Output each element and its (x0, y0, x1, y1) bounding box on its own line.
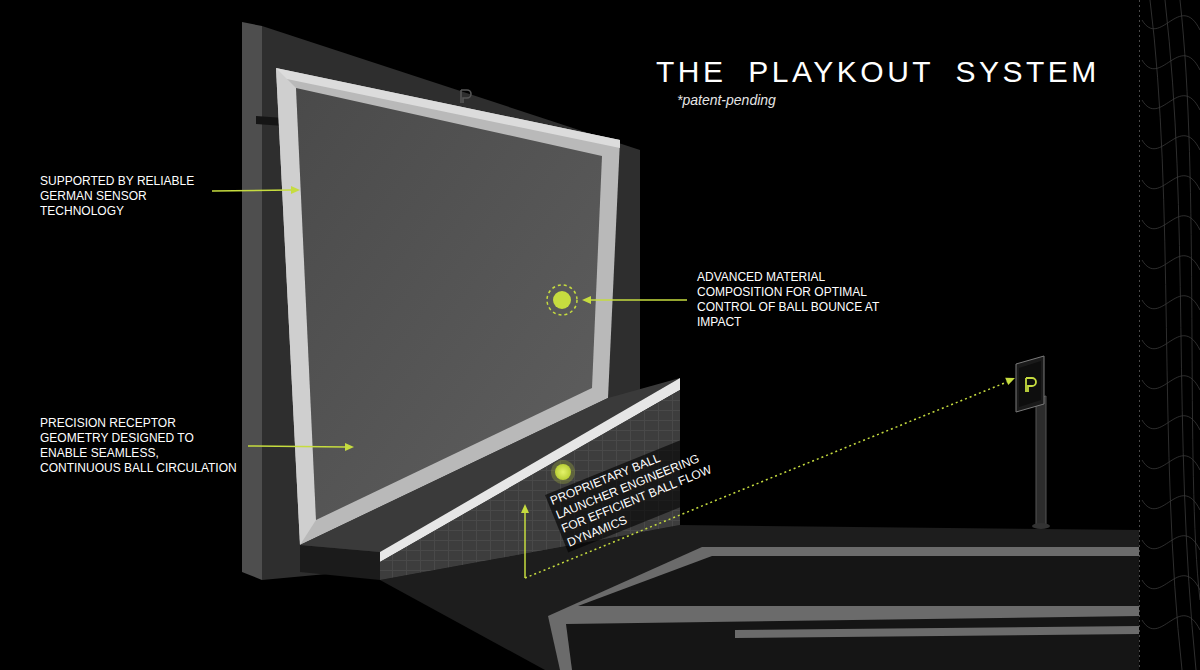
subtitle-note: *patent-pending (677, 92, 776, 108)
logo-mark (461, 90, 471, 103)
ball (555, 464, 571, 480)
title-heading: THE PLAYKOUT SYSTEM (656, 55, 1100, 89)
ball (553, 291, 571, 309)
screen-bezel (276, 68, 620, 545)
court-panel (578, 556, 1139, 606)
court-line (735, 626, 1139, 638)
court-panel (566, 616, 1139, 670)
ball-glow (551, 460, 575, 484)
callout-text-wrap: SUPPORTED BY RELIABLE GERMAN SENSOR TECH… (40, 174, 210, 219)
logo-mark (1026, 378, 1036, 392)
court-lines (548, 547, 1139, 670)
mesh-decoration (1142, 0, 1200, 670)
title-heading-wrap: THE PLAYKOUT SYSTEM (656, 55, 1100, 89)
callout-text-wrap: ADVANCED MATERIAL COMPOSITION FOR OPTIMA… (697, 270, 897, 330)
callout-text: PRECISION RECEPTOR GEOMETRY DESIGNED TO … (40, 416, 240, 476)
callout-text-wrap: PRECISION RECEPTOR GEOMETRY DESIGNED TO … (40, 416, 240, 476)
leader-arrows (212, 190, 1007, 578)
kiosk-tablet (1016, 356, 1044, 412)
kiosk-base (1032, 523, 1050, 529)
wall-side (242, 22, 262, 580)
callout-text: PROPRIETARY BALL LAUNCHER ENGINEERING FO… (545, 429, 731, 552)
divider-line (1139, 0, 1140, 670)
callout-text: ADVANCED MATERIAL COMPOSITION FOR OPTIMA… (697, 270, 897, 330)
callout-text: SUPPORTED BY RELIABLE GERMAN SENSOR TECH… (40, 174, 210, 219)
subtitle-note-wrap: *patent-pending (677, 92, 776, 108)
tablet-screen (1019, 361, 1041, 407)
kiosk-post (1036, 396, 1046, 527)
callout-text-wrap: PROPRIETARY BALL LAUNCHER ENGINEERING FO… (545, 429, 731, 552)
impact-ring (547, 285, 577, 315)
